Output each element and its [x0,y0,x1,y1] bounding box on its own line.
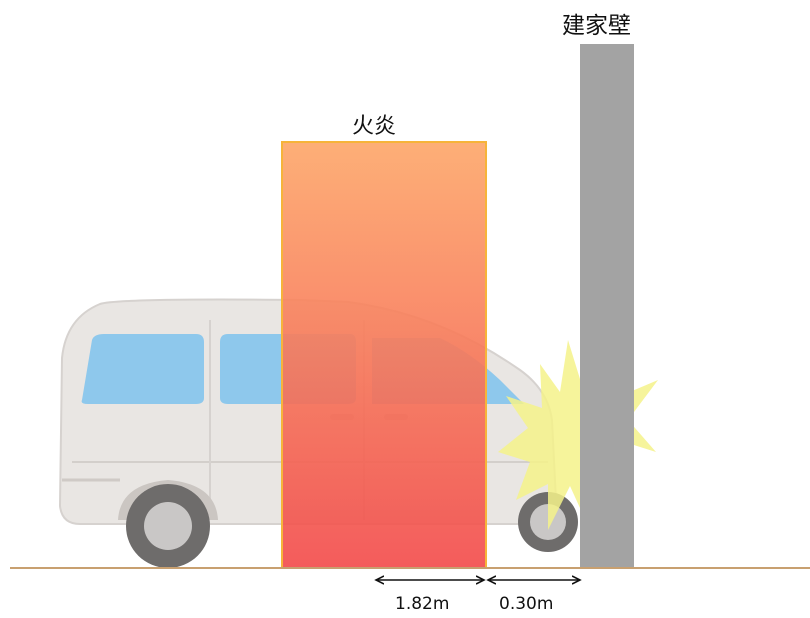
distance-wall-label: 0.30m [499,594,554,614]
distance-flame-label: 1.82m [395,594,450,614]
wall [580,44,634,568]
van-rear-window [81,334,204,404]
wall-label: 建家壁 [562,13,631,39]
flame-column [281,141,487,569]
flame-label: 火炎 [352,114,397,139]
